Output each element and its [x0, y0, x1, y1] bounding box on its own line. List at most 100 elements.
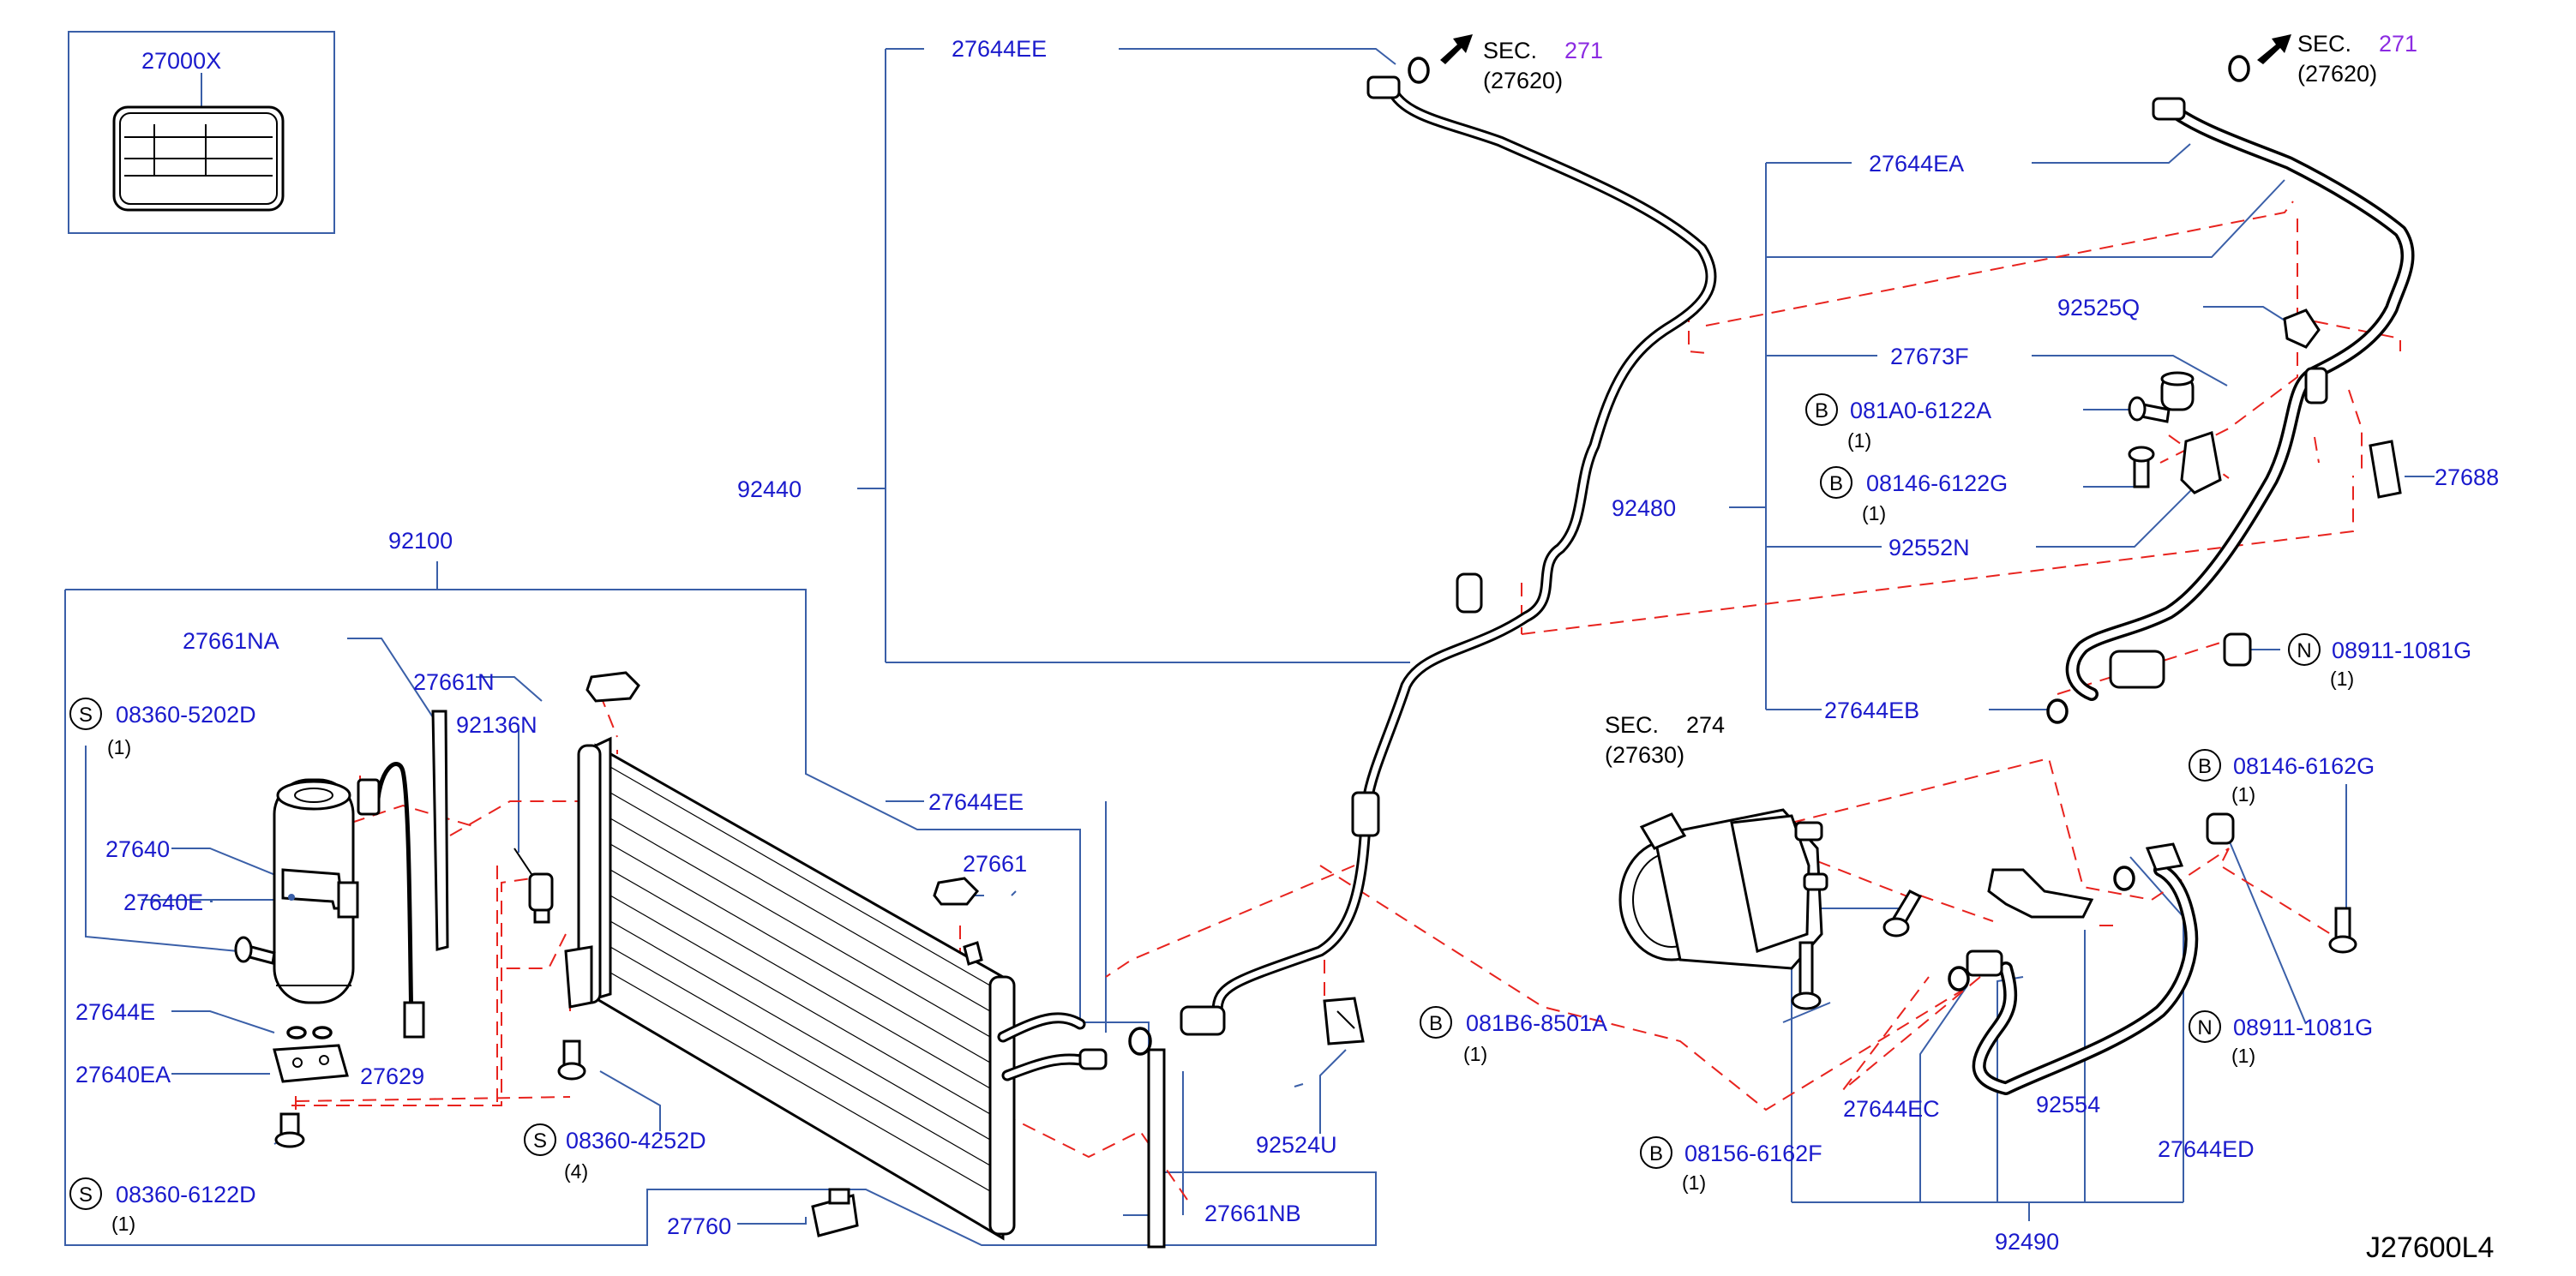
svg-text:(27620): (27620) — [2297, 61, 2377, 87]
label-92490: 92490 — [1995, 1229, 2059, 1255]
part-27661-seal — [933, 877, 980, 906]
svg-text:(27620): (27620) — [1483, 68, 1563, 93]
oring-27644ed — [2113, 866, 2135, 891]
bolt-081B68501A — [1791, 941, 1822, 1010]
part-number-labels: 27000X 92100 27661NA 27661N 92136N 27640… — [75, 36, 2499, 1255]
label-92440: 92440 — [737, 476, 802, 502]
svg-text:08911-1081G: 08911-1081G — [2233, 1015, 2373, 1040]
svg-text:081B6-8501A: 081B6-8501A — [1466, 1010, 1607, 1036]
label-27644e: 27644E — [75, 999, 155, 1025]
label-92136n: 92136N — [456, 712, 537, 738]
oring-27644ec — [1948, 966, 1970, 991]
callout-089111081G-a: N 08911-1081G (1) — [2288, 633, 2471, 690]
svg-text:(1): (1) — [2231, 1045, 2255, 1067]
part-27760-connector — [811, 1188, 859, 1237]
callout-083604252D: S 08360-4252D (4) — [524, 1123, 706, 1183]
part-92490-pipe — [1966, 842, 2199, 1095]
part-92136n-pressure-switch — [513, 848, 554, 924]
fastener-callouts: S 08360-5202D (1) S 08360-4252D (4) S 08… — [69, 393, 2471, 1235]
svg-text:SEC.: SEC. — [1605, 712, 1659, 738]
label-27000x: 27000X — [141, 48, 221, 74]
svg-text:(1): (1) — [1862, 502, 1886, 524]
callout-081A06122A: B 081A0-6122A (1) — [1805, 393, 1991, 452]
bolt-083604252D — [557, 1039, 586, 1081]
leader-lines — [85, 48, 2435, 1225]
label-92552n: 92552N — [1888, 535, 1970, 560]
callout-081566162F: B 08156-6162F (1) — [1640, 1136, 1822, 1194]
part-92480-hose — [2065, 97, 2415, 701]
sec-ref-274: SEC. 274 (27630) — [1605, 712, 1725, 768]
part-27640ea-gasket — [273, 1044, 349, 1083]
oring-27644eb — [2046, 698, 2069, 724]
callout-081B68501A: B 081B6-8501A (1) — [1420, 1006, 1607, 1065]
svg-text:S: S — [79, 1183, 93, 1207]
label-27640: 27640 — [105, 836, 170, 862]
oring-27644ea — [2228, 55, 2250, 82]
svg-text:S: S — [79, 704, 93, 727]
bolt-081A06122A — [2128, 396, 2171, 423]
svg-text:N: N — [2297, 639, 2311, 662]
svg-text:08360-5202D: 08360-5202D — [116, 702, 256, 728]
svg-text:(1): (1) — [2330, 668, 2354, 690]
svg-text:08360-4252D: 08360-4252D — [566, 1128, 706, 1153]
label-27644ec: 27644EC — [1843, 1096, 1940, 1122]
label-92100: 92100 — [388, 528, 453, 554]
label-27661nb: 27661NB — [1204, 1201, 1301, 1226]
svg-text:S: S — [533, 1129, 547, 1153]
part-27673f-cap — [2160, 371, 2195, 411]
svg-text:B: B — [1429, 1012, 1443, 1035]
part-27629-sensor-harness — [357, 762, 425, 1039]
svg-text:SEC.: SEC. — [2297, 31, 2351, 57]
bolt-083605202D — [234, 936, 276, 965]
sec-ref-271-right: SEC. 271 (27620) — [2297, 31, 2417, 87]
svg-text:(4): (4) — [564, 1160, 588, 1183]
part-27000x-label-plate — [112, 105, 285, 212]
svg-text:(1): (1) — [111, 1213, 135, 1235]
sec-ref-271-left: SEC. 271 (27620) — [1483, 38, 1603, 93]
svg-text:N: N — [2197, 1016, 2212, 1039]
svg-text:08156-6162F: 08156-6162F — [1684, 1141, 1822, 1166]
svg-text:081A0-6122A: 081A0-6122A — [1850, 398, 1991, 423]
label-27644ee-top: 27644EE — [952, 36, 1047, 62]
compressor-sec-274 — [1618, 808, 1828, 970]
label-27644ee-mid: 27644EE — [928, 789, 1024, 815]
part-27640-receiver-drier — [273, 778, 359, 1004]
label-27640e: 27640E — [123, 890, 203, 915]
callout-089111081G-b: N 08911-1081G (1) — [2189, 1010, 2373, 1067]
svg-text:271: 271 — [1564, 38, 1603, 63]
label-27661: 27661 — [963, 851, 1027, 877]
label-27644ea: 27644EA — [1869, 151, 1964, 177]
label-27688: 27688 — [2435, 464, 2499, 490]
svg-text:(1): (1) — [107, 736, 131, 758]
label-27673f: 27673F — [1890, 344, 1969, 369]
svg-text:(1): (1) — [1847, 429, 1871, 452]
label-27644ed: 27644ED — [2158, 1136, 2255, 1162]
label-92554: 92554 — [2036, 1092, 2100, 1117]
bolt-081566162F — [1882, 890, 1923, 938]
label-27629: 27629 — [360, 1063, 424, 1089]
label-27661n: 27661N — [413, 669, 495, 695]
part-92525q-clip — [2283, 309, 2321, 349]
svg-text:B: B — [1829, 472, 1843, 495]
bolt-081466122G — [2128, 446, 2155, 488]
part-27661n-seal — [585, 671, 640, 703]
label-27661na: 27661NA — [183, 628, 279, 654]
svg-text:08360-6122D: 08360-6122D — [116, 1182, 256, 1207]
svg-text:(1): (1) — [2231, 783, 2255, 806]
callout-081466162G: B 08146-6162G (1) — [2189, 749, 2375, 806]
condenser-outlet-pipes — [997, 1012, 1108, 1081]
callout-083606122D: S 08360-6122D (1) — [69, 1177, 256, 1235]
part-27661nb-seal — [1147, 1048, 1166, 1249]
svg-text:B: B — [1649, 1142, 1663, 1165]
svg-text:(1): (1) — [1682, 1171, 1706, 1194]
bolt-089111081G-b — [2206, 812, 2235, 845]
part-92100-condenser — [564, 736, 1016, 1241]
svg-text:B: B — [1815, 399, 1828, 422]
condenser-group-frame — [64, 589, 1377, 1246]
label-92524u: 92524U — [1256, 1132, 1337, 1158]
part-92524u-clip — [1323, 997, 1365, 1045]
part-27644e-orings — [286, 1026, 333, 1039]
part-92440-pipe — [1180, 75, 1717, 1036]
label-27760: 27760 — [667, 1213, 731, 1239]
